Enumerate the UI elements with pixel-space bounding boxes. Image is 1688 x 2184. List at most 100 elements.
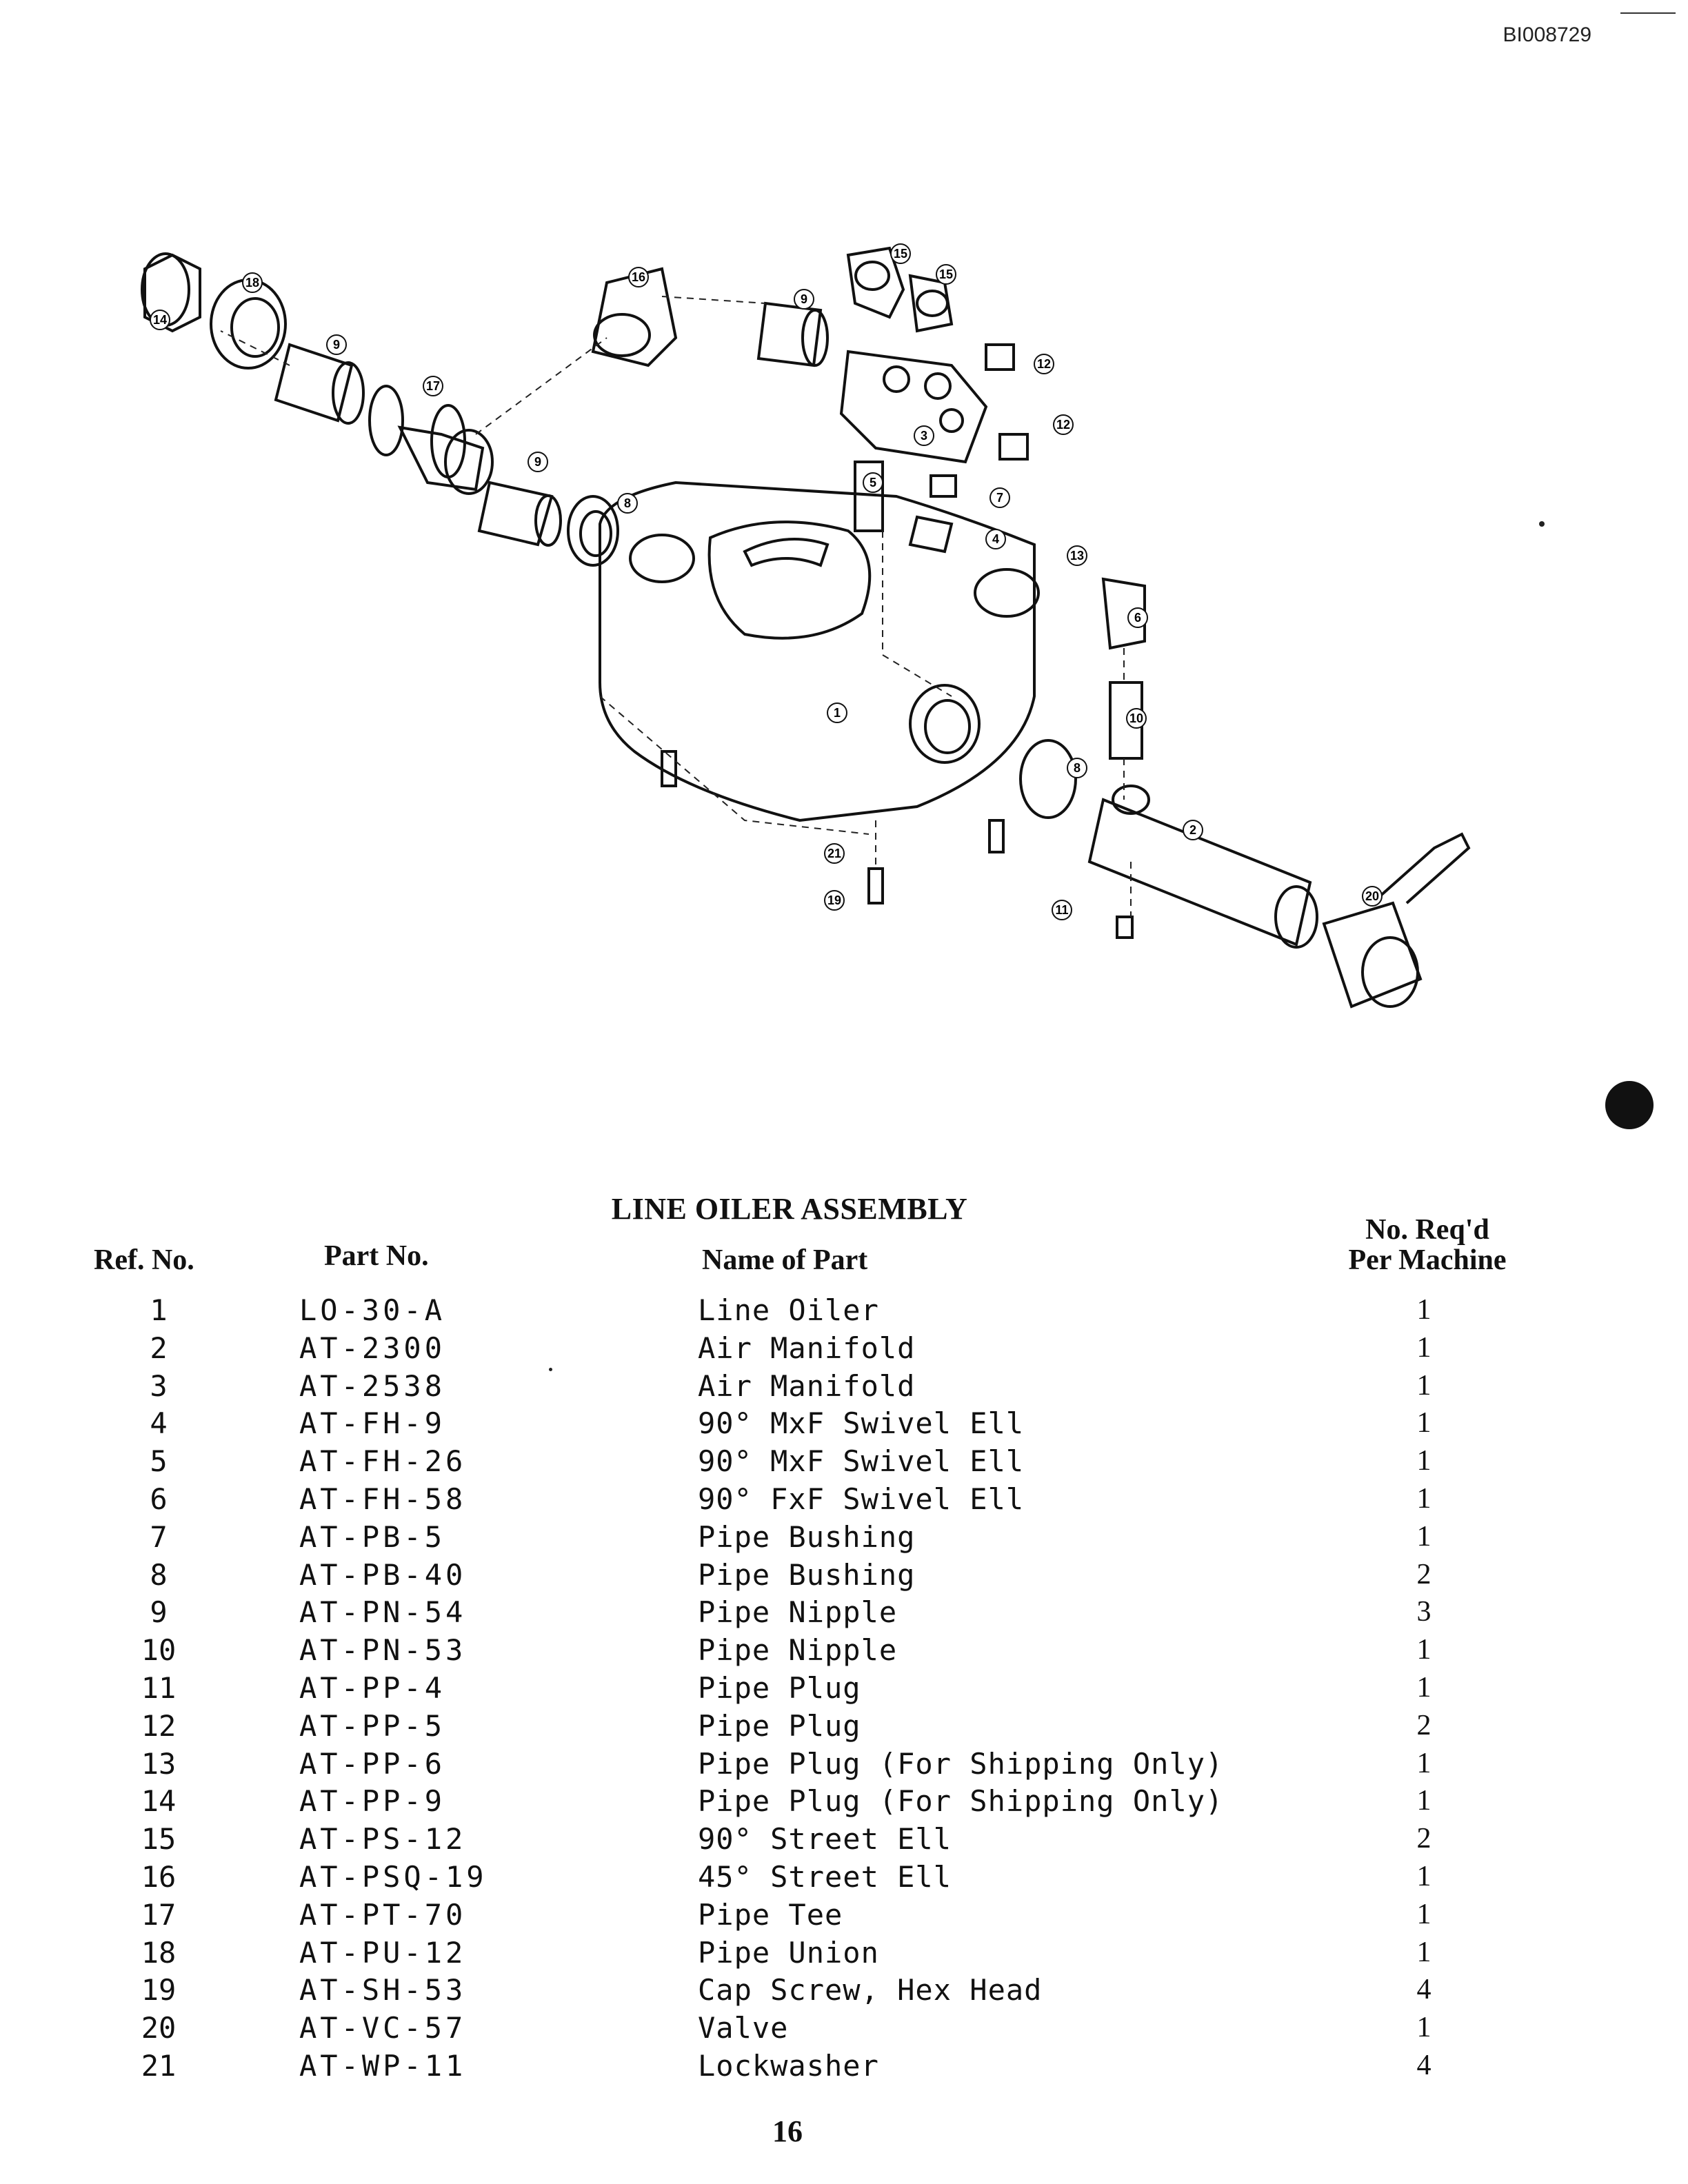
part-name: Pipe Bushing — [698, 1557, 916, 1592]
svg-text:7: 7 — [996, 491, 1003, 505]
callout-bubble: 17 — [423, 376, 443, 396]
ref-no: 19 — [141, 1973, 177, 2008]
callout-bubble: 16 — [628, 267, 649, 287]
part-no: AT-FH-9 — [299, 1406, 446, 1441]
qty: 1 — [1416, 1407, 1431, 1439]
part-name: Pipe Bushing — [698, 1519, 916, 1554]
part-no: AT-PP-6 — [299, 1746, 446, 1781]
part-no: AT-PS-12 — [299, 1822, 467, 1857]
callout-bubble: 18 — [242, 272, 263, 293]
ref-no: 17 — [141, 1897, 177, 1932]
part-no: AT-PU-12 — [299, 1935, 467, 1970]
part-name: Line Oiler — [698, 1293, 879, 1327]
ref-no: 8 — [150, 1557, 168, 1592]
ref-no: 12 — [141, 1708, 177, 1743]
callout-bubble: 2 — [1183, 820, 1203, 840]
ref-no: 4 — [150, 1406, 168, 1441]
speck — [549, 1368, 552, 1371]
part-name: 45° Street Ell — [698, 1859, 952, 1894]
part-name: Valve — [698, 2011, 789, 2045]
callout-bubble: 21 — [824, 843, 845, 864]
qty: 2 — [1416, 1709, 1431, 1741]
part-name: 90° FxF Swivel Ell — [698, 1482, 1025, 1516]
qty: 1 — [1416, 1747, 1431, 1779]
callout-bubble: 7 — [989, 487, 1010, 508]
svg-text:10: 10 — [1129, 711, 1143, 725]
qty: 2 — [1416, 1558, 1431, 1590]
part-no: AT-PP-4 — [299, 1670, 446, 1705]
qty: 4 — [1416, 1974, 1431, 2006]
qty: 1 — [1416, 1936, 1431, 1968]
callout-bubble: 15 — [890, 243, 911, 264]
exploded-diagram: 18 14 9 17 16 9 15 15 12 12 3 5 7 4 9 8 … — [141, 243, 1471, 1009]
svg-text:15: 15 — [894, 247, 907, 261]
part-no: AT-FH-26 — [299, 1444, 467, 1479]
part-name: Pipe Tee — [698, 1897, 843, 1932]
svg-text:12: 12 — [1056, 418, 1070, 432]
part-name: 90° MxF Swivel Ell — [698, 1444, 1025, 1479]
callout-bubble: 14 — [150, 310, 170, 330]
ref-no: 3 — [150, 1368, 168, 1403]
qty: 1 — [1416, 1445, 1431, 1477]
callout-bubble: 20 — [1362, 886, 1383, 907]
part-no: AT-PSQ-19 — [299, 1859, 488, 1894]
ref-no: 13 — [141, 1746, 177, 1781]
qty: 1 — [1416, 1634, 1431, 1666]
part-no: AT-2300 — [299, 1331, 446, 1365]
svg-text:18: 18 — [245, 276, 259, 290]
callout-bubble: 10 — [1126, 708, 1147, 729]
table-row: 13 AT-PP-6 Pipe Plug (For Shipping Only) 1 — [0, 1747, 1688, 1785]
callout-bubble: 11 — [1052, 900, 1072, 920]
callout-bubble: 15 — [936, 264, 956, 285]
svg-text:8: 8 — [624, 496, 631, 510]
speck — [1539, 521, 1545, 527]
svg-text:2: 2 — [1189, 823, 1196, 837]
svg-text:12: 12 — [1037, 357, 1051, 371]
ref-no: 2 — [150, 1331, 168, 1365]
svg-text:20: 20 — [1365, 889, 1379, 903]
part-no: AT-PT-70 — [299, 1897, 467, 1932]
svg-text:17: 17 — [426, 379, 440, 393]
header-quantity: No. Req'd Per Machine — [1310, 1215, 1545, 1275]
qty: 1 — [1416, 2012, 1431, 2044]
callout-bubble: 4 — [985, 529, 1006, 549]
part-name: Pipe Plug (For Shipping Only) — [698, 1746, 1224, 1781]
ref-no: 10 — [141, 1633, 177, 1668]
ref-no: 21 — [141, 2048, 177, 2083]
ref-no: 16 — [141, 1859, 177, 1894]
qty: 1 — [1416, 1898, 1431, 1930]
svg-text:16: 16 — [632, 270, 645, 284]
svg-text:19: 19 — [827, 893, 841, 907]
part-name: Cap Screw, Hex Head — [698, 1973, 1043, 2008]
part-no: AT-2538 — [299, 1368, 446, 1403]
qty: 1 — [1416, 1520, 1431, 1553]
qty: 4 — [1416, 2049, 1431, 2081]
part-name: Pipe Plug (For Shipping Only) — [698, 1784, 1224, 1819]
table-row: 17 AT-PT-70 Pipe Tee 1 — [0, 1898, 1688, 1936]
part-no: AT-VC-57 — [299, 2011, 467, 2045]
callout-bubble: 12 — [1053, 414, 1074, 435]
part-no: AT-PP-5 — [299, 1708, 446, 1743]
qty: 2 — [1416, 1823, 1431, 1855]
callout-bubble: 19 — [824, 890, 845, 911]
part-no: AT-PB-40 — [299, 1557, 467, 1592]
section-title: LINE OILER ASSEMBLY — [611, 1192, 968, 1226]
svg-text:9: 9 — [333, 338, 340, 352]
callout-bubble: 12 — [1034, 354, 1054, 374]
svg-text:1: 1 — [834, 706, 841, 720]
svg-text:14: 14 — [153, 313, 167, 327]
part-name: Air Manifold — [698, 1368, 916, 1403]
